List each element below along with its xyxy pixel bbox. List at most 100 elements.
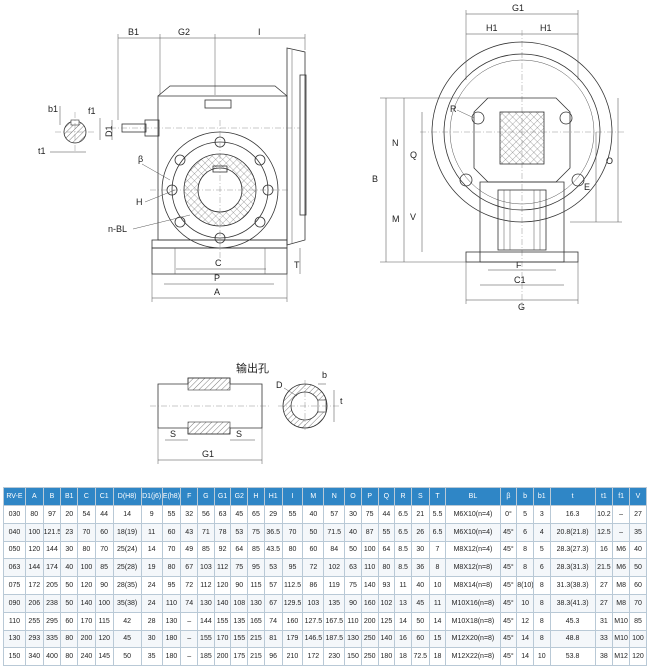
table-cell: 20 xyxy=(60,505,79,524)
table-cell: 400 xyxy=(42,647,62,666)
column-header: E(h8) xyxy=(161,487,182,506)
table-cell: 21.5 xyxy=(594,558,614,578)
column-header: I xyxy=(281,487,304,506)
table-cell: 18(19) xyxy=(112,522,142,542)
table-cell: 210 xyxy=(281,647,304,666)
table-cell: 6.5 xyxy=(394,505,412,524)
table-cell: 50 xyxy=(60,593,79,613)
table-cell: 130 xyxy=(197,593,215,613)
table-cell: 102 xyxy=(377,593,396,613)
table-cell: 45° xyxy=(499,629,518,649)
table-cell: 50 xyxy=(410,611,430,631)
label-nBL: n-BL xyxy=(108,224,127,234)
table-cell: 112.5 xyxy=(281,576,304,595)
table-cell: M10 xyxy=(612,611,630,631)
table-cell: 030 xyxy=(3,505,26,524)
table-cell: 23 xyxy=(60,522,79,542)
table-cell: 75 xyxy=(247,522,265,542)
table-cell: 72 xyxy=(302,558,325,578)
table-cell: 125 xyxy=(377,611,396,631)
table-cell: 155 xyxy=(197,629,215,649)
label-H1-left: H1 xyxy=(486,23,498,33)
table-cell: M8 xyxy=(612,576,630,595)
column-header: BL xyxy=(445,487,501,506)
table-cell: 155 xyxy=(213,611,232,631)
table-cell: 10 xyxy=(532,647,551,666)
table-cell: 115 xyxy=(94,611,114,631)
table-cell: 110 xyxy=(3,611,26,631)
label-b: b xyxy=(322,370,327,380)
table-cell: 30 xyxy=(410,540,430,560)
table-cell: 74 xyxy=(263,611,283,631)
table-cell: 8 xyxy=(532,576,551,595)
table-cell: 8 xyxy=(516,558,534,578)
table-cell: 24 xyxy=(140,576,163,595)
table-cell: 70 xyxy=(281,522,304,542)
column-header: B xyxy=(42,487,62,506)
table-cell: 100 xyxy=(77,558,96,578)
column-header: M xyxy=(302,487,325,506)
table-cell: 25(24) xyxy=(112,540,142,560)
table-cell: 8 xyxy=(532,629,551,649)
table-cell: 040 xyxy=(3,522,26,542)
label-G2: G2 xyxy=(178,27,190,37)
table-cell: M10X18(n=8) xyxy=(445,611,501,631)
table-cell: 8 xyxy=(532,593,551,613)
table-cell: 12.5 xyxy=(594,522,614,542)
column-header: RV-E xyxy=(3,487,26,506)
table-cell: 60 xyxy=(60,611,79,631)
table-cell: 80 xyxy=(24,505,44,524)
table-cell: 26 xyxy=(410,522,430,542)
column-header: H1 xyxy=(263,487,283,506)
table-cell: 55 xyxy=(161,505,182,524)
column-header: C xyxy=(77,487,96,506)
table-cell: 29 xyxy=(263,505,283,524)
label-V: V xyxy=(410,212,416,222)
column-header: t xyxy=(549,487,596,506)
table-cell: 295 xyxy=(42,611,62,631)
table-cell: 70 xyxy=(77,522,96,542)
table-cell: 40 xyxy=(60,558,79,578)
table-cell: 127.5 xyxy=(302,611,325,631)
table-cell: 74 xyxy=(180,593,199,613)
table-cell: 185 xyxy=(197,647,215,666)
table-cell: 14 xyxy=(140,540,163,560)
table-cell: 95 xyxy=(161,576,182,595)
table-cell: 6.5 xyxy=(394,522,412,542)
table-cell: 130 xyxy=(161,611,182,631)
table-cell: 11 xyxy=(428,593,447,613)
table-cell: 55 xyxy=(377,522,396,542)
table-cell: 90 xyxy=(230,576,249,595)
column-header: A xyxy=(24,487,44,506)
table-cell: 95 xyxy=(281,558,304,578)
table-cell: 10 xyxy=(516,593,534,613)
table-cell: 119 xyxy=(323,576,346,595)
table-cell: 38.3(41.3) xyxy=(549,593,596,613)
table-cell: 110 xyxy=(344,611,362,631)
table-cell: 63 xyxy=(213,505,232,524)
table-cell: 44 xyxy=(377,505,396,524)
table-cell: 43 xyxy=(180,522,199,542)
label-f1: f1 xyxy=(88,106,96,116)
column-header: G1 xyxy=(213,487,232,506)
table-cell: 85 xyxy=(628,611,648,631)
label-F: F xyxy=(516,260,522,270)
table-cell: 24 xyxy=(140,593,163,613)
column-header: V xyxy=(628,487,648,506)
label-E: E xyxy=(584,182,590,192)
table-cell: 160 xyxy=(360,593,379,613)
table-cell: 155 xyxy=(230,629,249,649)
table-cell: M8 xyxy=(612,593,630,613)
table-cell: 16.3 xyxy=(549,505,596,524)
table-cell: 14 xyxy=(428,611,447,631)
label-G: G xyxy=(518,302,525,312)
table-cell: 64 xyxy=(230,540,249,560)
label-O: O xyxy=(606,156,613,166)
table-cell: 100 xyxy=(360,540,379,560)
column-header: t1 xyxy=(594,487,614,506)
table-cell: 121.5 xyxy=(42,522,62,542)
label-R: R xyxy=(450,104,457,114)
table-cell: M12X20(n=8) xyxy=(445,629,501,649)
